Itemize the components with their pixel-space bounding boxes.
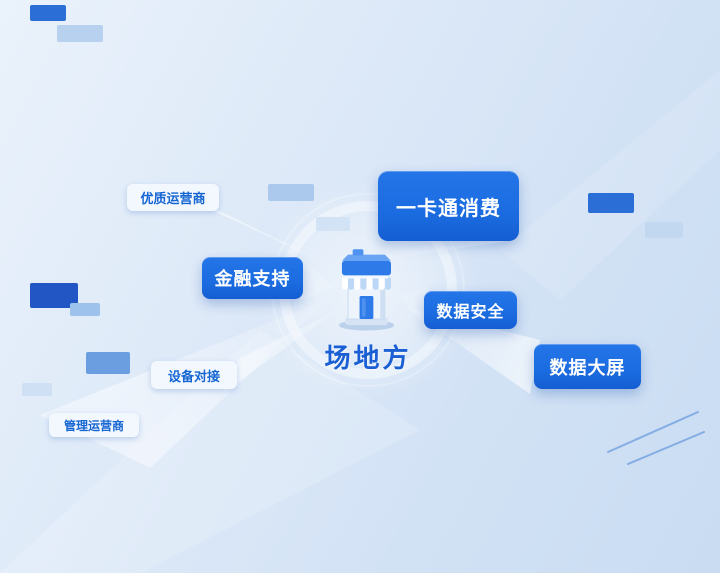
deco-block xyxy=(268,184,314,201)
deco-block xyxy=(22,383,52,396)
node-card-consumption: 一卡通消费 xyxy=(378,171,519,241)
deco-block xyxy=(86,352,130,374)
deco-block xyxy=(30,5,66,21)
deco-line xyxy=(607,411,699,453)
background-streaks xyxy=(0,70,720,573)
deco-block xyxy=(316,217,350,231)
center-node: 场地方 xyxy=(312,240,424,375)
deco-lines xyxy=(607,411,705,465)
deco-block xyxy=(57,25,103,42)
store-icon xyxy=(338,249,395,331)
deco-block xyxy=(30,283,78,308)
deco-block xyxy=(70,303,100,316)
node-device-integration: 设备对接 xyxy=(151,361,237,389)
streak xyxy=(0,330,420,573)
node-data-security: 数据安全 xyxy=(424,291,517,329)
node-management-operator: 管理运营商 xyxy=(49,413,139,437)
streak xyxy=(500,70,720,300)
deco-block xyxy=(588,193,634,213)
deco-line xyxy=(627,431,705,465)
node-data-dashboard: 数据大屏 xyxy=(534,344,641,389)
node-financial-support: 金融支持 xyxy=(202,257,303,299)
node-quality-operator: 优质运营商 xyxy=(127,184,219,211)
deco-blocks xyxy=(22,5,683,396)
deco-block xyxy=(645,222,683,238)
center-title: 场地方 xyxy=(324,343,412,373)
